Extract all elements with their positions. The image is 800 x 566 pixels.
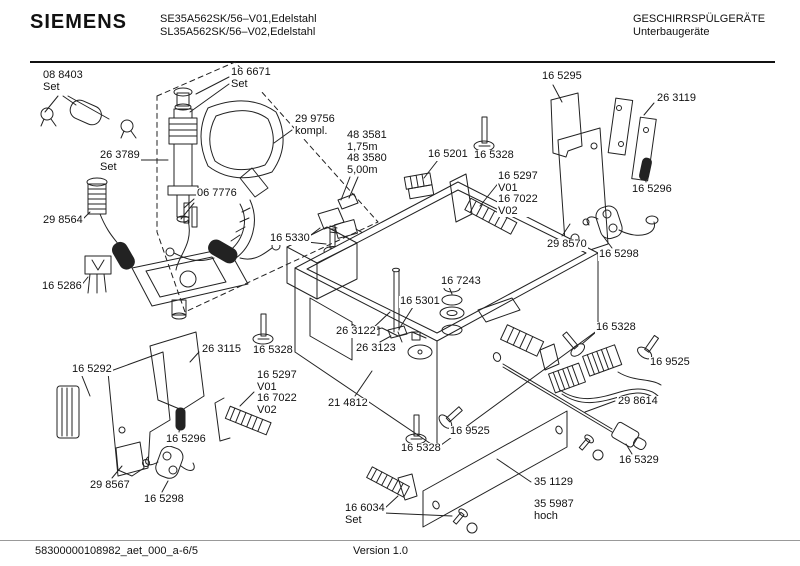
page-number: -6/5 (179, 545, 198, 557)
siemens-logo: SIEMENS (30, 11, 128, 33)
float-switch-plate (132, 248, 248, 319)
base-tub (287, 174, 598, 448)
document-id: 58300000108982_aet_000_a (35, 545, 179, 557)
version-label: Version 1.0 (353, 545, 409, 557)
fixing-rail (367, 467, 417, 500)
drain-spring-hose (87, 178, 137, 272)
aquastop-valve (168, 88, 198, 270)
wire-harness (503, 345, 661, 454)
screw (474, 117, 494, 151)
header-rule (30, 61, 775, 63)
leader-lines (45, 77, 654, 516)
right-mounting-brackets (551, 93, 658, 258)
valve-housing-shell (201, 101, 283, 197)
left-mounting-brackets (57, 332, 271, 481)
model-codes: SE35A562SK/56–V01,Edelstahl SL35A562SK/5… (160, 13, 317, 38)
hose-clamp-set (41, 97, 136, 138)
footer-rule (0, 540, 800, 541)
appliance-category: GESCHIRRSPÜLGERÄTE Unterbaugeräte (633, 13, 766, 38)
small-bracket (85, 256, 111, 293)
braided-hose (166, 200, 280, 265)
plug-connector (404, 173, 433, 199)
dashed-assembly-outline (157, 62, 378, 312)
